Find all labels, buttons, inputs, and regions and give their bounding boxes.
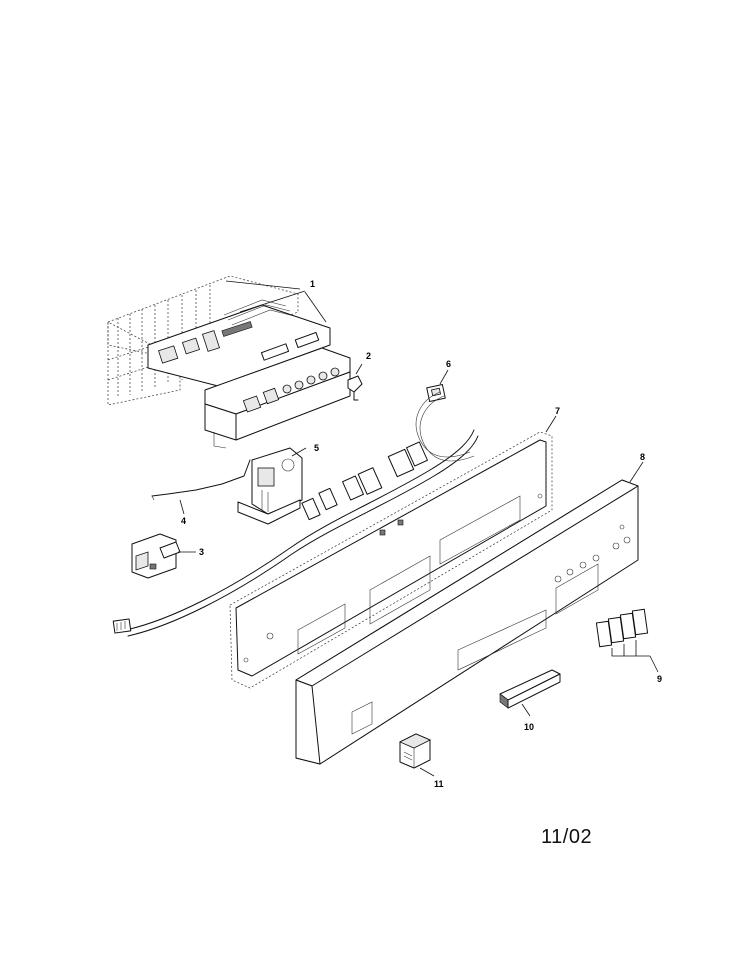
part-2-clip: 2 <box>347 351 371 401</box>
callout-1: 1 <box>310 279 315 289</box>
part-10-handle-strip: 10 <box>499 669 561 732</box>
part-8-console-panel: 8 <box>295 452 645 765</box>
callout-9: 9 <box>657 674 662 684</box>
part-6-connector: 6 <box>426 359 451 403</box>
callout-10: 10 <box>524 722 534 732</box>
part-7-inner-panel: 7 <box>112 391 560 689</box>
callout-11: 11 <box>434 779 444 789</box>
part-11-cover: 11 <box>399 733 444 789</box>
part-4-rod: 4 <box>151 459 251 526</box>
callout-8: 8 <box>640 452 645 462</box>
callout-5: 5 <box>314 443 319 453</box>
part-1-control-module: 1 <box>107 275 351 449</box>
part-3-bracket: 3 <box>131 533 204 579</box>
callout-4: 4 <box>181 516 186 526</box>
part-5-latch-switch: 5 <box>237 443 319 525</box>
date-stamp: 11/02 <box>541 826 593 848</box>
callout-3: 3 <box>199 547 204 557</box>
callout-2: 2 <box>366 351 371 361</box>
part-9-push-buttons: 9 <box>595 608 662 684</box>
callout-6: 6 <box>446 359 451 369</box>
callout-7: 7 <box>555 406 560 416</box>
